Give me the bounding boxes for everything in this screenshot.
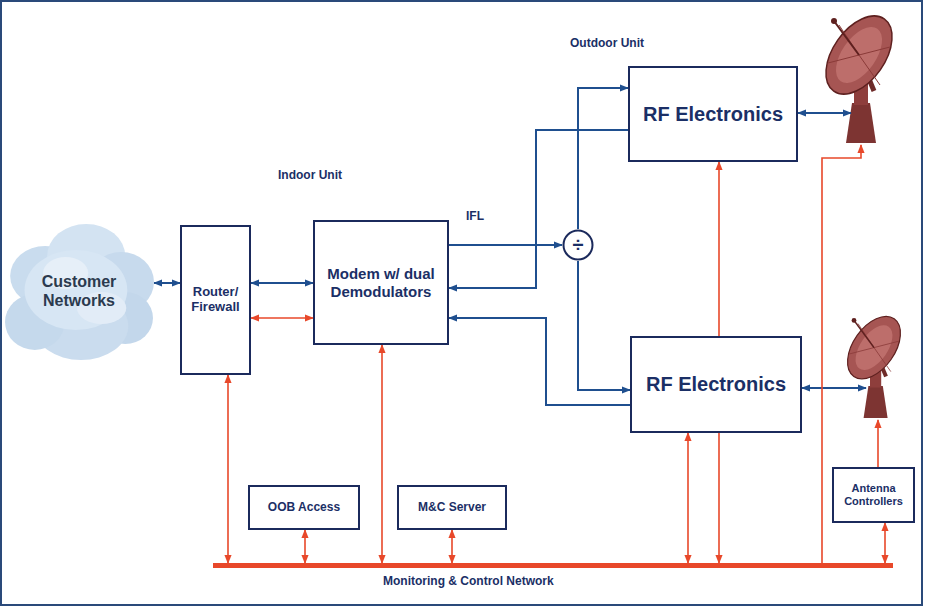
- node-label: ÷: [573, 235, 584, 255]
- node-label: M&C Server: [418, 501, 486, 515]
- label-anchor: Indoor Unit: [278, 165, 342, 183]
- rf-box: RF Electronics: [630, 336, 802, 433]
- rf-feed-line: [802, 387, 866, 389]
- node-label: OOB Access: [268, 501, 340, 515]
- control-connector: [687, 433, 689, 563]
- node-label: Router/ Firewall: [186, 285, 245, 315]
- control-connector: [884, 523, 886, 563]
- control-connector: [451, 530, 453, 563]
- node-label: Antenna Controllers: [838, 482, 909, 507]
- control-connector: [304, 530, 306, 563]
- bus-label: Monitoring & Control Network: [213, 575, 554, 589]
- rf-feed-line: [798, 112, 851, 114]
- area-label: Indoor Unit: [278, 168, 342, 182]
- antenna-dish: [837, 307, 911, 418]
- rf-box: RF Electronics: [628, 66, 798, 162]
- node-label: RF Electronics: [643, 103, 783, 126]
- control-connector: [381, 345, 383, 563]
- node-label: Modem w/ dual Demodulators: [321, 265, 441, 300]
- label-anchor: Outdoor Unit: [570, 33, 644, 51]
- server-box: M&C Server: [397, 485, 507, 530]
- signal-connector: [154, 282, 180, 284]
- node-label: RF Electronics: [646, 373, 786, 396]
- control-line: [877, 420, 879, 467]
- node-label: Customer Networks: [26, 273, 132, 310]
- controller-box: Antenna Controllers: [832, 467, 915, 523]
- control-connector: [227, 375, 229, 563]
- signal-connector: [578, 261, 630, 390]
- signal-connector: [578, 88, 628, 229]
- antenna-dish: [812, 4, 905, 143]
- router-box: Router/ Firewall: [180, 225, 251, 375]
- signal-connector: [251, 282, 313, 284]
- splitter-node: ÷: [562, 229, 594, 261]
- signal-connector: [449, 318, 630, 405]
- area-label: Outdoor Unit: [570, 36, 644, 50]
- signal-connector: [449, 130, 628, 288]
- access-box: OOB Access: [248, 485, 360, 530]
- signal-connector: [449, 244, 562, 246]
- modem-box: Modem w/ dual Demodulators: [313, 220, 449, 345]
- area-label: IFL: [466, 209, 484, 223]
- control-bus: Monitoring & Control Network: [213, 563, 893, 597]
- control-connector: [251, 317, 313, 319]
- network-cloud: Customer Networks: [4, 218, 154, 365]
- label-anchor: IFL: [466, 206, 484, 224]
- bus-bar: [213, 563, 893, 568]
